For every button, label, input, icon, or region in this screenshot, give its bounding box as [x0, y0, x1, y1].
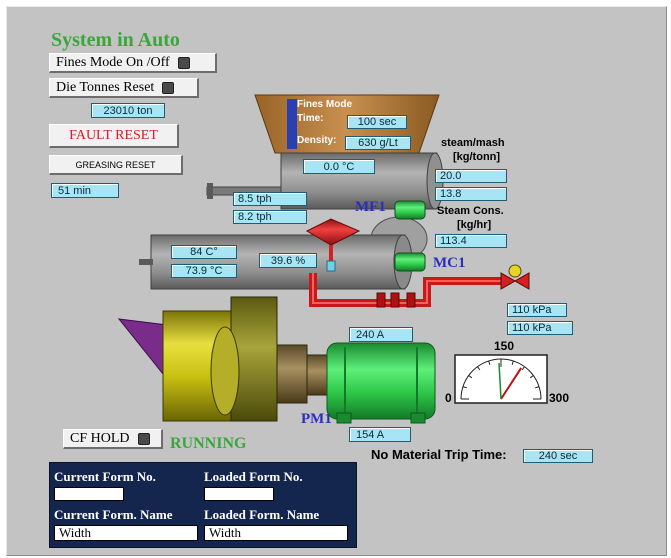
fault-reset-button[interactable]: FAULT RESET [49, 124, 179, 148]
form-info-panel: Current Form No. Loaded Form No. Current… [49, 462, 357, 548]
mc1-motor [394, 252, 426, 272]
cf-hold-indicator-icon [137, 432, 150, 445]
loaded-form-no-label: Loaded Form No. [204, 469, 303, 484]
fines-mode-toggle-button[interactable]: Fines Mode On /Off [49, 53, 217, 73]
fines-time-readout: 100 sec [347, 115, 407, 129]
current-form-no-label: Current Form No. [54, 469, 156, 484]
steam-cons-unit: [kg/hr] [457, 219, 492, 231]
density-label: Density: [297, 135, 337, 146]
gauge-tick [529, 375, 534, 379]
die-feed-cone [117, 318, 168, 381]
die-tonnes-indicator-icon [162, 81, 175, 94]
fines-mode-indicator-icon [177, 56, 190, 69]
mf1-tag: MF1 [355, 199, 386, 215]
steam-mash-actual: 13.8 [435, 187, 507, 201]
mixer-temp-setpoint: 84 C° [171, 245, 237, 259]
gauge-tick [521, 366, 525, 371]
loaded-form-name-field[interactable]: Width [204, 525, 348, 541]
pm1-main-motor [326, 342, 436, 420]
die-tonnes-readout: 23010 ton [91, 103, 165, 118]
gauge-tick [468, 375, 473, 379]
gauge-min-label: 0 [445, 391, 452, 405]
trip-time-readout: 240 sec [523, 449, 593, 463]
pellet-mill-control-panel: System in Auto Fines Mode On /Off Die To… [6, 6, 667, 556]
cf-hold-button[interactable]: CF HOLD [63, 429, 163, 449]
gauge-max-label: 300 [549, 391, 570, 405]
steam-cons-label: Steam Cons. [437, 205, 504, 217]
gauge-tick [462, 386, 467, 389]
fines-mode-label: Fines Mode On /Off [56, 54, 170, 70]
gauge-tick [488, 360, 491, 365]
gauge-setpoint-needle [498, 362, 502, 400]
motor-amps-bottom: 154 A [349, 427, 411, 442]
pipe-fitting-3 [406, 292, 416, 308]
system-status-title: System in Auto [51, 29, 180, 51]
no-material-trip-label: No Material Trip Time: [371, 447, 507, 462]
mixer-temp-actual: 73.9 °C [171, 264, 237, 278]
running-status: RUNNING [170, 435, 247, 452]
gauge-needle [500, 367, 522, 400]
steam-control-valve [500, 272, 517, 290]
steam-valve [305, 218, 361, 246]
feeder-flange [207, 183, 213, 199]
process-diagram [117, 94, 548, 424]
feeder-rate-setpoint: 8.5 tph [233, 192, 307, 206]
conditioner-temp-readout: 0.0 °C [303, 159, 375, 174]
current-form-name-field[interactable]: Width [54, 525, 198, 541]
gauge-mid-label: 150 [494, 339, 515, 353]
greasing-time-readout: 51 min [51, 183, 119, 198]
loaded-form-name-label: Loaded Form. Name [204, 507, 320, 522]
steam-nozzle [326, 260, 336, 272]
motor-amps-top: 240 A [349, 327, 413, 342]
hopper-level-bar [287, 99, 297, 149]
steam-pressure-2: 110 kPa [507, 321, 573, 335]
gauge-tick [535, 386, 540, 389]
gauge-ticks [461, 359, 541, 400]
mc1-tag: MC1 [433, 255, 466, 271]
die-tonnes-reset-button[interactable]: Die Tonnes Reset [49, 78, 199, 98]
mf1-motor [394, 200, 426, 220]
loaded-form-no-field[interactable] [204, 487, 274, 501]
moisture-readout: 39.6 % [259, 253, 317, 268]
steam-mash-unit: [kg/tonn] [453, 151, 501, 163]
current-form-name-label: Current Form. Name [54, 507, 173, 522]
current-form-no-field[interactable] [54, 487, 124, 501]
steam-pressure-1: 110 kPa [507, 303, 567, 317]
steam-cons-readout: 113.4 [435, 234, 507, 248]
mixer-shaft [139, 259, 153, 265]
greasing-reset-button[interactable]: GREASING RESET [49, 155, 183, 175]
fines-mode-title: Fines Mode [297, 99, 353, 110]
pellet-mill-end [210, 326, 240, 416]
cf-hold-label: CF HOLD [70, 430, 130, 446]
density-readout: 630 g/Lt [345, 136, 411, 150]
gauge-tick [477, 366, 481, 371]
pm1-tag: PM1 [301, 411, 332, 427]
fines-time-label: Time: [297, 113, 324, 124]
feeder-rate-actual: 8.2 tph [233, 210, 307, 224]
steam-mash-setpoint: 20.0 [435, 169, 507, 183]
pipe-fitting-1 [376, 292, 386, 308]
gauge-tick [511, 360, 514, 365]
steam-mash-label: steam/mash [441, 137, 505, 149]
valve-actuator-icon [508, 264, 522, 278]
pipe-fitting-2 [390, 292, 400, 308]
drive-coupling [276, 344, 308, 404]
die-tonnes-reset-label: Die Tonnes Reset [56, 79, 155, 95]
